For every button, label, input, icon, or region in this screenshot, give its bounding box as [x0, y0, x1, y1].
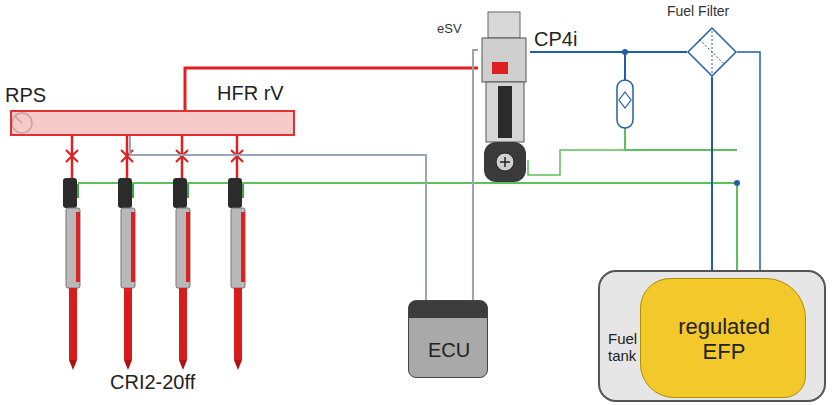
diamond-outline — [687, 27, 737, 77]
component-name: HFR rV — [217, 82, 284, 105]
component-box: Fuel tankregulated EFP — [598, 270, 826, 402]
component-box: ECU — [408, 300, 488, 378]
component-box: regulated EFP — [640, 278, 806, 398]
part-label: RPS — [5, 84, 46, 107]
part-label: eSV — [437, 22, 462, 37]
pipe-connector — [530, 52, 687, 53]
component-box: HFR rV — [10, 110, 295, 136]
pump-symbol — [482, 12, 526, 182]
pipe-connector — [130, 136, 426, 300]
pipe-connector — [185, 68, 478, 110]
component-box: CP4i — [478, 10, 530, 185]
component-name: ECU — [428, 339, 470, 362]
part-label: CRI2-20ff — [110, 371, 195, 394]
filter-diamond: Fuel Filter — [687, 27, 737, 77]
pipe-connector — [473, 50, 478, 300]
component-name: CP4i — [534, 28, 577, 51]
component-name: regulated EFP — [659, 314, 789, 365]
pipe-connector — [712, 77, 713, 278]
component-name: Fuel Filter — [667, 3, 729, 19]
